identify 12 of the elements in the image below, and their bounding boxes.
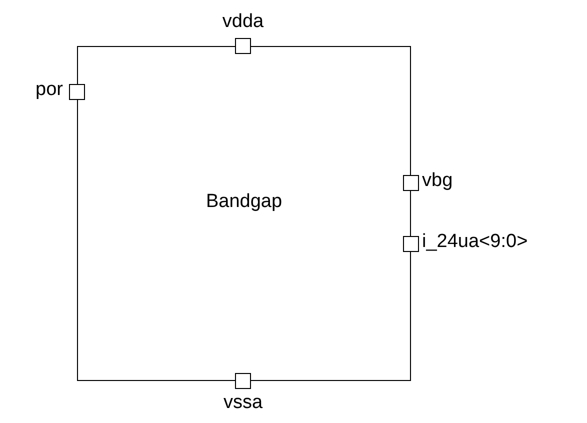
pin-square: [235, 373, 251, 389]
pin-label: vbg: [422, 170, 453, 192]
block-box: [77, 46, 411, 381]
pin-label: por: [36, 79, 63, 101]
pin-square: [403, 175, 419, 191]
pin-square: [403, 236, 419, 252]
pin-square: [235, 38, 251, 54]
pin-square: [69, 84, 85, 100]
block-name: Bandgap: [206, 190, 282, 212]
pin-label: i_24ua<9:0>: [422, 231, 528, 253]
pin-label: vdda: [222, 11, 264, 33]
pin-label: vssa: [223, 392, 263, 414]
